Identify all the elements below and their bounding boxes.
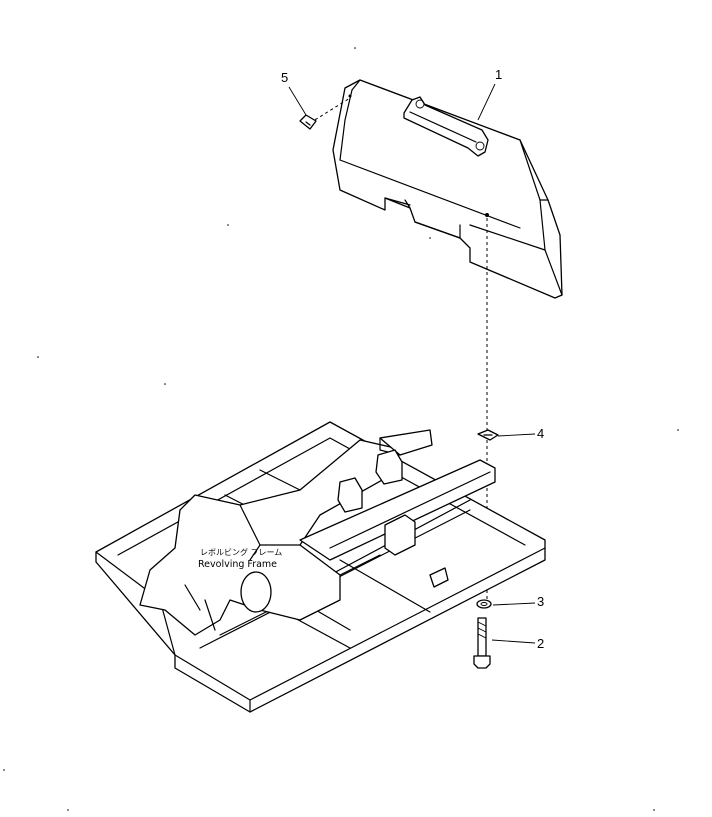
plug-part	[299, 114, 317, 130]
callout-5: 5	[281, 70, 307, 116]
bolt-part	[473, 617, 491, 669]
counterweight	[332, 79, 563, 299]
leader-line-2	[491, 639, 536, 644]
shim-part	[477, 429, 499, 441]
callout-1-label: 1	[495, 67, 502, 82]
callout-1: 1	[477, 67, 502, 121]
washer-part	[476, 599, 492, 609]
leader-line-4	[497, 433, 536, 437]
scan-specks	[3, 47, 679, 811]
callout-4-label: 4	[537, 426, 544, 441]
leader-line-5	[288, 86, 307, 116]
assembly-line-plug	[309, 97, 351, 124]
callout-5-label: 5	[281, 70, 288, 85]
callout-4: 4	[497, 426, 544, 441]
callout-3-label: 3	[537, 594, 544, 609]
leader-line-1	[477, 83, 496, 121]
frame-label-english: Revolving Frame	[198, 559, 277, 570]
frame-label-japanese: レボルビング フレーム	[200, 547, 282, 557]
callout-2-label: 2	[537, 636, 544, 651]
callout-2: 2	[491, 636, 544, 651]
leader-line-3	[492, 602, 536, 606]
revolving-frame	[95, 421, 546, 713]
callout-3: 3	[492, 594, 544, 609]
